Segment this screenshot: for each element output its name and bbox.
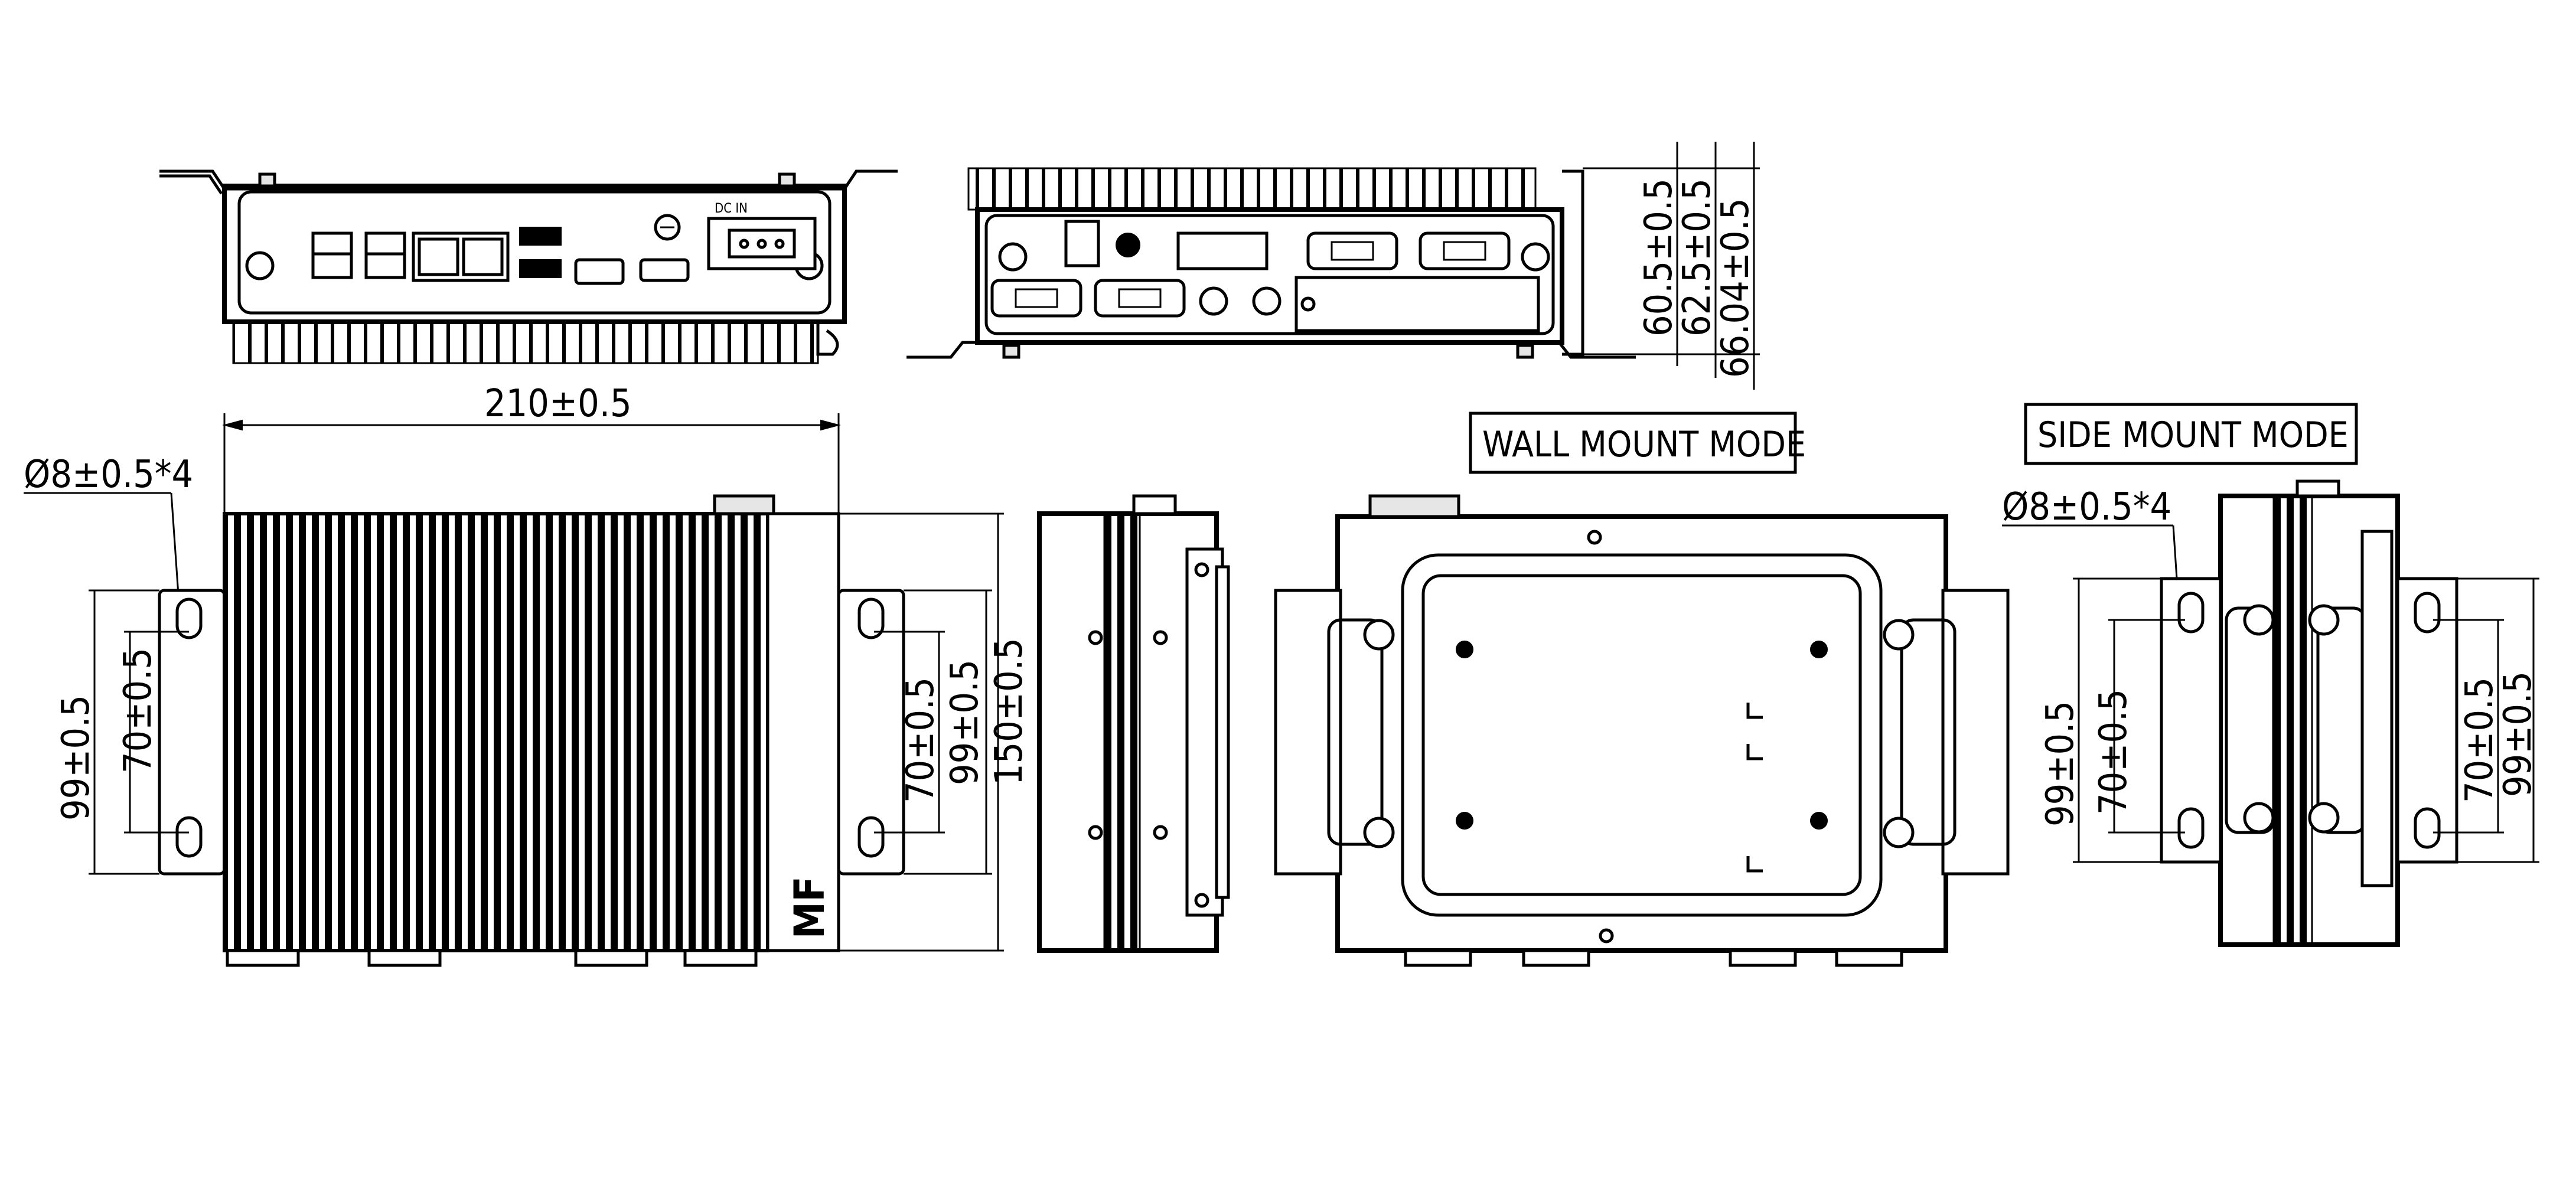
usb-port-group <box>311 231 406 279</box>
width-label: 210±0.5 <box>484 382 632 426</box>
side-mount-view: SIDE MOUNT MODE Ø8±0.5*4 99±0.5 70±0.5 <box>2002 403 2540 947</box>
height-66-label: 66.04±0.5 <box>1714 198 1757 378</box>
wall-screws <box>1363 530 1915 943</box>
lan-port-group <box>412 231 510 282</box>
height-150-label: 150±0.5 <box>987 638 1031 785</box>
rear-panel-view <box>907 167 1636 359</box>
wall-mount-view: WALL MOUNT MODE <box>1274 412 2010 967</box>
wall-mount-label: WALL MOUNT MODE <box>1482 424 1806 465</box>
side-99-label: 99±0.5 <box>2039 701 2082 827</box>
height-60-label: 60.5±0.5 <box>1637 178 1681 337</box>
hole-right-70-label: 70±0.5 <box>899 677 943 803</box>
logo: MF <box>785 876 834 939</box>
top-view: 210±0.5 Ø8±0.5*4 MF 99±0.5 70±0.5 <box>24 382 1031 967</box>
front-panel-view: DC IN <box>159 169 898 364</box>
height-dimensions: 60.5±0.5 62.5±0.5 66.04±0.5 <box>1583 142 1760 390</box>
side-mount-label: SIDE MOUNT MODE <box>2037 414 2349 456</box>
hole-left-99-label: 99±0.5 <box>54 695 98 821</box>
hole-right-99-label: 99±0.5 <box>943 659 987 785</box>
side-view <box>1037 494 1230 953</box>
side-hole-callout: Ø8±0.5*4 <box>2002 485 2171 529</box>
hole-left-70-label: 70±0.5 <box>116 648 160 773</box>
side-r99-label: 99±0.5 <box>2496 671 2540 797</box>
power-label: DC IN <box>715 201 748 216</box>
mount-hole-callout: Ø8±0.5*4 <box>24 453 193 497</box>
side-r70-label: 70±0.5 <box>2458 677 2502 803</box>
com-ports <box>990 231 1511 318</box>
side-70-label: 70±0.5 <box>2092 689 2135 815</box>
height-62-label: 62.5±0.5 <box>1675 178 1719 337</box>
